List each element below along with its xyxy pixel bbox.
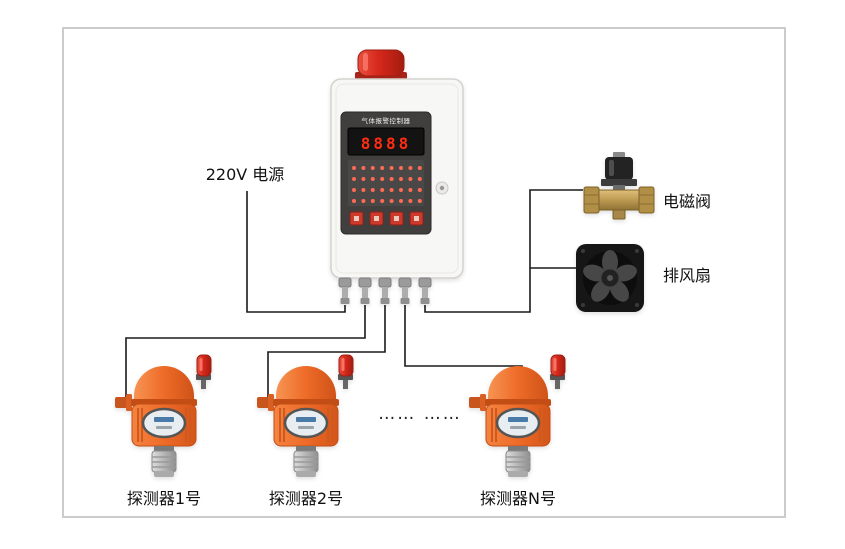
cable-gland [398,277,412,304]
gas-detector-icon [114,352,226,480]
button-glyph [374,216,379,221]
button-glyph [354,216,359,221]
exhaust-fan-icon [576,244,644,312]
detector-n-label: 探测器N号 [480,489,556,508]
button-glyph [394,216,399,221]
controller-buttons [349,211,424,226]
cable-glands [338,277,432,304]
buzzer-icon [435,181,449,195]
detector-1-label: 探测器1号 [126,489,202,508]
power-label: 220V 电源 [205,165,285,184]
detector-2-label: 探测器2号 [268,489,344,508]
button-glyph [414,216,419,221]
gas-alarm-controller: 气体报警控制器 8888 [330,49,464,304]
cable-gland [378,277,392,304]
gas-detector-icon [256,352,368,480]
valve-label: 电磁阀 [663,192,712,211]
fan-label: 排风扇 [663,266,712,285]
controller-panel-title: 气体报警控制器 [362,116,411,125]
alarm-beacon-icon [355,49,407,80]
indicator-led-rows [352,166,422,203]
controller-display-screen [347,127,425,156]
continuation-dots: …… …… [378,404,462,424]
cable-gland [338,277,352,304]
indicator-led-area [348,160,424,206]
gas-detector-icon [468,352,580,480]
controller-front-panel: 气体报警控制器 8888 [340,111,432,235]
cable-gland [358,277,372,304]
controller-display-digits: 8888 [361,134,412,153]
solenoid-valve-icon [583,152,655,220]
cable-gland [418,277,432,304]
